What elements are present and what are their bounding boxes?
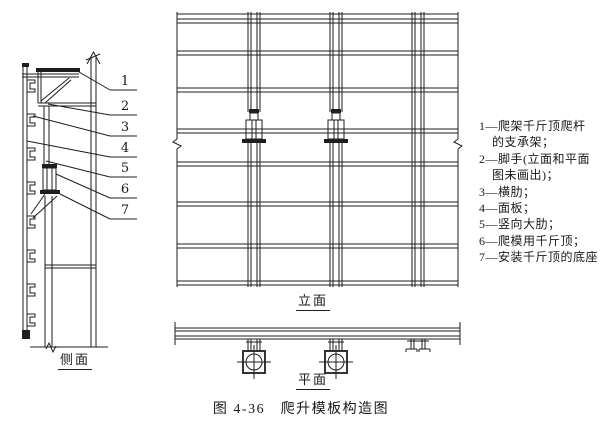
callout-number-3: 3 [120,120,130,135]
elevation-view-drawing [172,12,463,287]
legend-line: 6—爬模用千斤顶； [479,233,586,248]
legend-line: 7—安装千斤顶的底座 [479,250,599,265]
legend-line: 4—面板； [479,201,536,216]
legend-line: 5—竖向大肋； [479,217,561,232]
legend-line: 图未画出)； [492,168,559,183]
callout-number-2: 2 [120,99,130,114]
callout-number-5: 5 [120,161,130,176]
elevation-view-label: 立面 [296,294,331,311]
callout-leader-lines [26,71,137,220]
plan-view-drawing [174,322,461,379]
plan-view-label: 平面 [296,373,331,390]
callout-number-4: 4 [120,141,130,156]
side-view-drawing [22,50,108,354]
legend-line: 的支承架； [492,135,555,150]
legend-line: 3—横肋； [479,184,536,199]
callout-number-6: 6 [120,182,130,197]
callout-number-1: 1 [120,74,130,89]
legend-line: 2—脚手(立面和平面 [479,151,590,166]
side-view-label: 侧面 [58,353,93,370]
legend: 1—爬架千斤顶爬杆 的支承架； 2—脚手(立面和平面 图未画出)； 3—横肋； … [479,118,602,266]
figure-caption: 图 4-36 爬升模板构造图 [212,402,390,417]
legend-line: 1—爬架千斤顶爬杆 [479,119,586,133]
callout-number-7: 7 [120,203,130,218]
